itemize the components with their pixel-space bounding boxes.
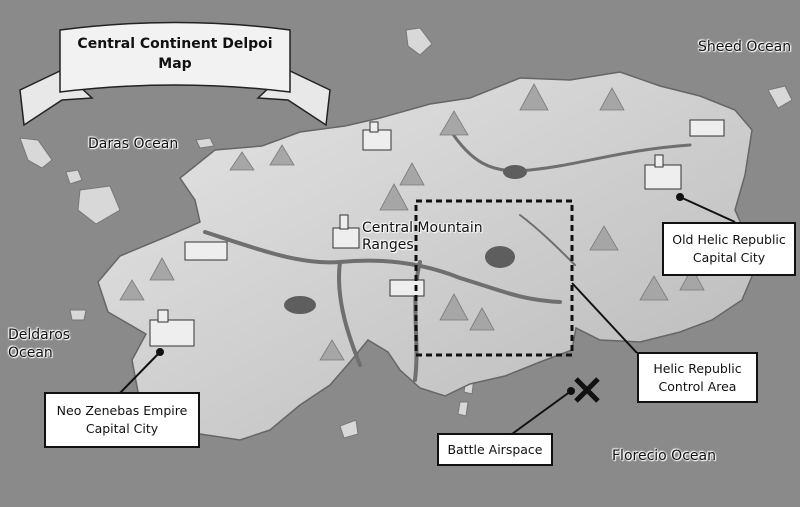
title-banner (19, 21, 331, 127)
deldaros-line-2: Ocean (8, 345, 53, 361)
label-central-mountain-ranges: Central Mountain Ranges (362, 220, 483, 254)
callout-line-1: Old Helic Republic (672, 232, 786, 247)
label-sheed-ocean: Sheed Ocean (698, 39, 792, 55)
callout-line-2: Capital City (85, 421, 159, 436)
islands (19, 27, 793, 439)
region-line-1: Central Mountain (362, 220, 483, 236)
leader-lines (119, 193, 736, 435)
region-line-2: Ranges (362, 237, 414, 253)
callout-line-2: Capital City (692, 250, 766, 265)
callout-line-1: Battle Airspace (447, 441, 543, 457)
label-florecio-ocean: Florecio Ocean (612, 448, 716, 464)
callout-old-helic-capital: Old Helic Republic Capital City (662, 222, 796, 276)
callout-battle-airspace: Battle Airspace (437, 433, 553, 466)
deldaros-line-1: Deldaros (8, 327, 71, 343)
city-icons (149, 119, 725, 347)
label-daras-ocean: Daras Ocean (88, 136, 179, 152)
lakes (284, 165, 527, 314)
label-deldaros-ocean: Deldaros Ocean (8, 326, 70, 362)
title-line-1: Central Continent Delpoi (77, 36, 273, 52)
callout-helic-control-area: Helic Republic Control Area (637, 352, 758, 403)
callout-line-1: Helic Republic (653, 360, 742, 376)
title-line-2: Map (158, 56, 192, 72)
callout-neo-zenebas-capital: Neo Zenebas Empire Capital City (44, 392, 200, 448)
battle-x-marker-icon (574, 377, 600, 403)
callout-line-1: Neo Zenebas Empire (56, 403, 188, 418)
callout-line-2: Control Area (658, 378, 737, 394)
helic-control-area-boundary (414, 199, 574, 357)
map-title: Central Continent Delpoi Map (60, 34, 290, 74)
mountains (119, 83, 725, 361)
